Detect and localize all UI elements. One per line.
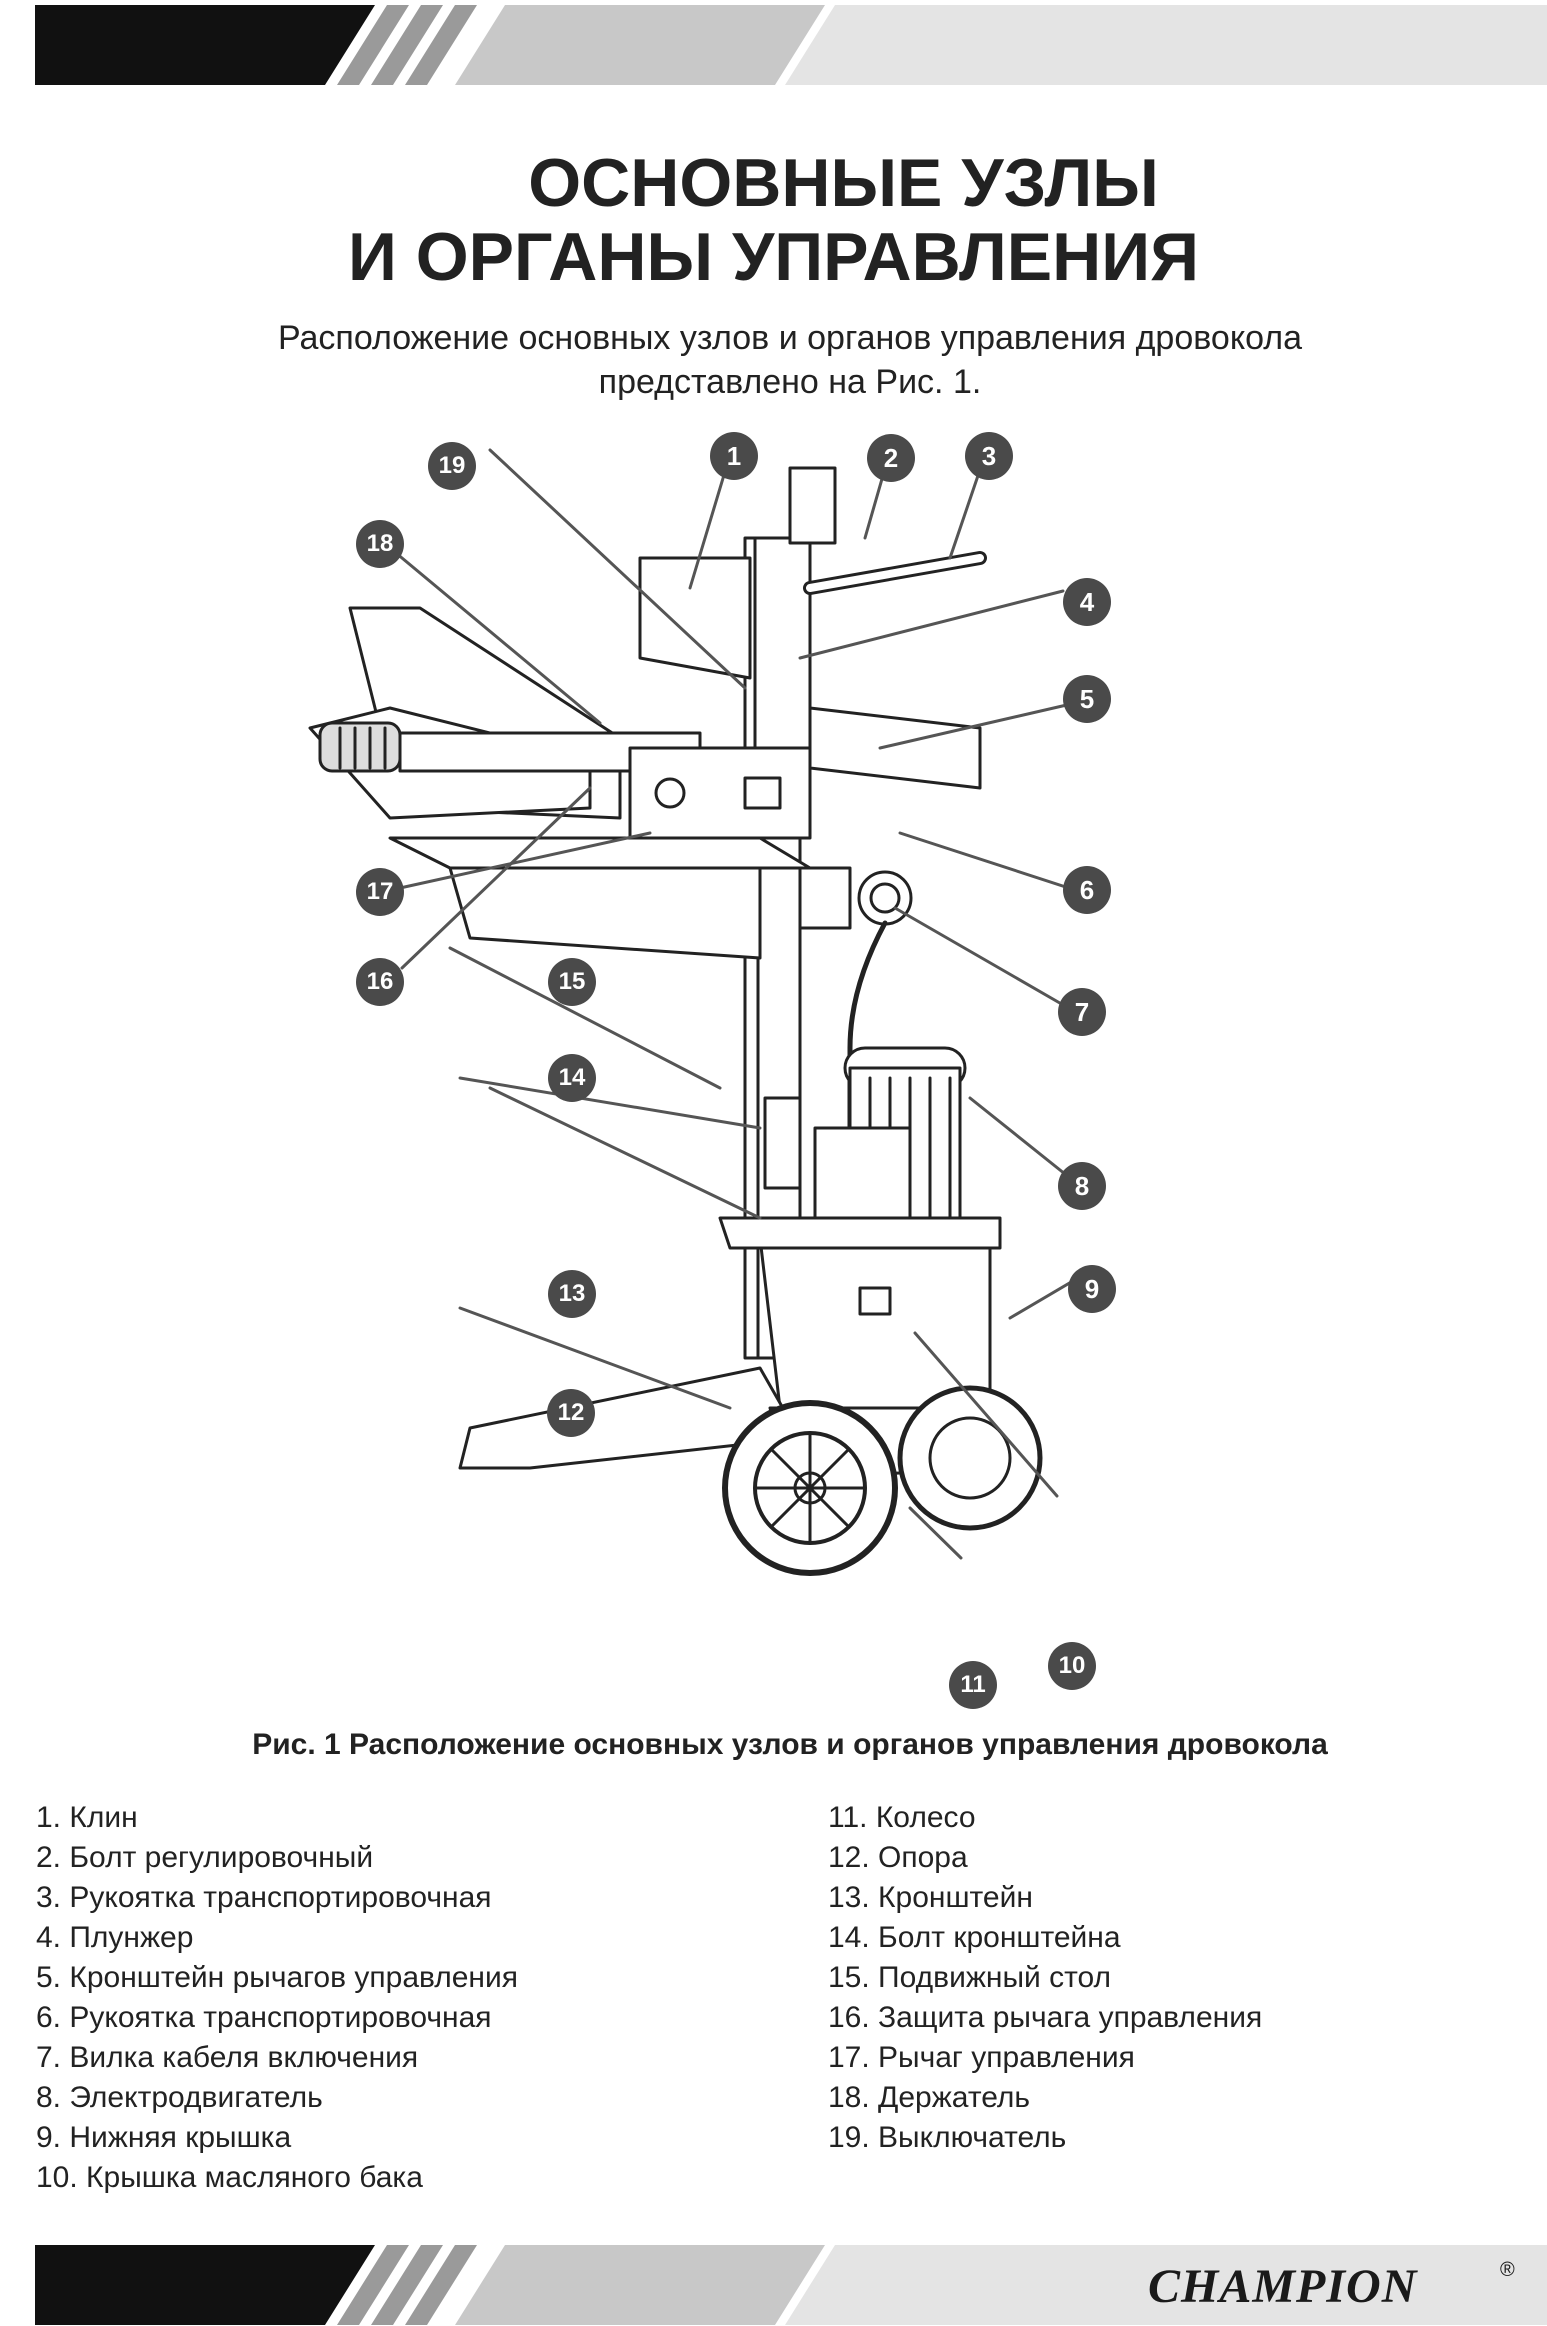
callout-19: 19 [428,442,476,490]
callout-4: 4 [1063,578,1111,626]
intro-line-2: представлено на Рис. 1. [598,363,982,401]
callout-18: 18 [356,520,404,568]
legend-item: 11. Колесо [828,1801,976,1834]
legend-item: 1. Клин [36,1801,138,1834]
legend-item: 19. Выключатель [828,2121,1067,2154]
parts-legend-right: 11. Колесо 12. Опора 13. Кронштейн 14. Б… [828,1798,1262,2158]
legend-item: 5. Кронштейн рычагов управления [36,1961,519,1994]
figure-caption: Рис. 1 Расположение основных узлов и орг… [252,1728,1328,1761]
callout-11: 11 [949,1661,997,1709]
legend-item: 14. Болт кронштейна [828,1921,1121,1954]
callout-1: 1 [710,432,758,480]
parts-legend-left: 1. Клин 2. Болт регулировочный 3. Рукоят… [36,1798,518,2198]
footer-band [35,2245,1547,2325]
legend-item: 12. Опора [828,1841,968,1874]
legend-item: 18. Держатель [828,2081,1031,2114]
callout-2: 2 [867,434,915,482]
intro-text: Расположение основных узлов и органов уп… [0,316,1547,404]
callout-9: 9 [1068,1265,1116,1313]
legend-item: 16. Защита рычага управления [828,2001,1263,2034]
callout-16: 16 [356,958,404,1006]
champion-logo: CHAMPION ® [1148,2255,1528,2315]
callout-14: 14 [548,1054,596,1102]
champion-wordmark: CHAMPION [1148,2260,1418,2313]
callout-15: 15 [548,958,596,1006]
callout-6: 6 [1063,866,1111,914]
log-splitter-diagram [290,428,1190,1723]
legend-item: 3. Рукоятка транспортировочная [36,1881,492,1914]
registered-mark: ® [1500,2259,1515,2281]
legend-item: 8. Электродвигатель [36,2081,323,2114]
callout-10: 10 [1048,1642,1096,1690]
legend-item: 2. Болт регулировочный [36,1841,374,1874]
legend-item: 13. Кронштейн [828,1881,1033,1914]
callout-17: 17 [356,868,404,916]
legend-item: 6. Рукоятка транспортировочная [36,2001,492,2034]
callout-8: 8 [1058,1162,1106,1210]
legend-item: 15. Подвижный стол [828,1961,1112,1994]
header-band [35,5,1547,85]
callout-13: 13 [548,1270,596,1318]
legend-item: 7. Вилка кабеля включения [36,2041,419,2074]
callout-5: 5 [1063,675,1111,723]
legend-item: 4. Плунжер [36,1921,194,1954]
callout-12: 12 [547,1389,595,1437]
legend-item: 10. Крышка масляного бака [36,2161,423,2194]
page-title-line-2: И ОРГАНЫ УПРАВЛЕНИЯ [348,219,1199,295]
legend-item: 9. Нижняя крышка [36,2121,292,2154]
legend-item: 17. Рычаг управления [828,2041,1135,2074]
callout-7: 7 [1058,988,1106,1036]
callout-3: 3 [965,432,1013,480]
intro-line-1: Расположение основных узлов и органов уп… [277,319,1303,357]
page-title-line-1: ОСНОВНЫЕ УЗЛЫ [528,145,1159,221]
